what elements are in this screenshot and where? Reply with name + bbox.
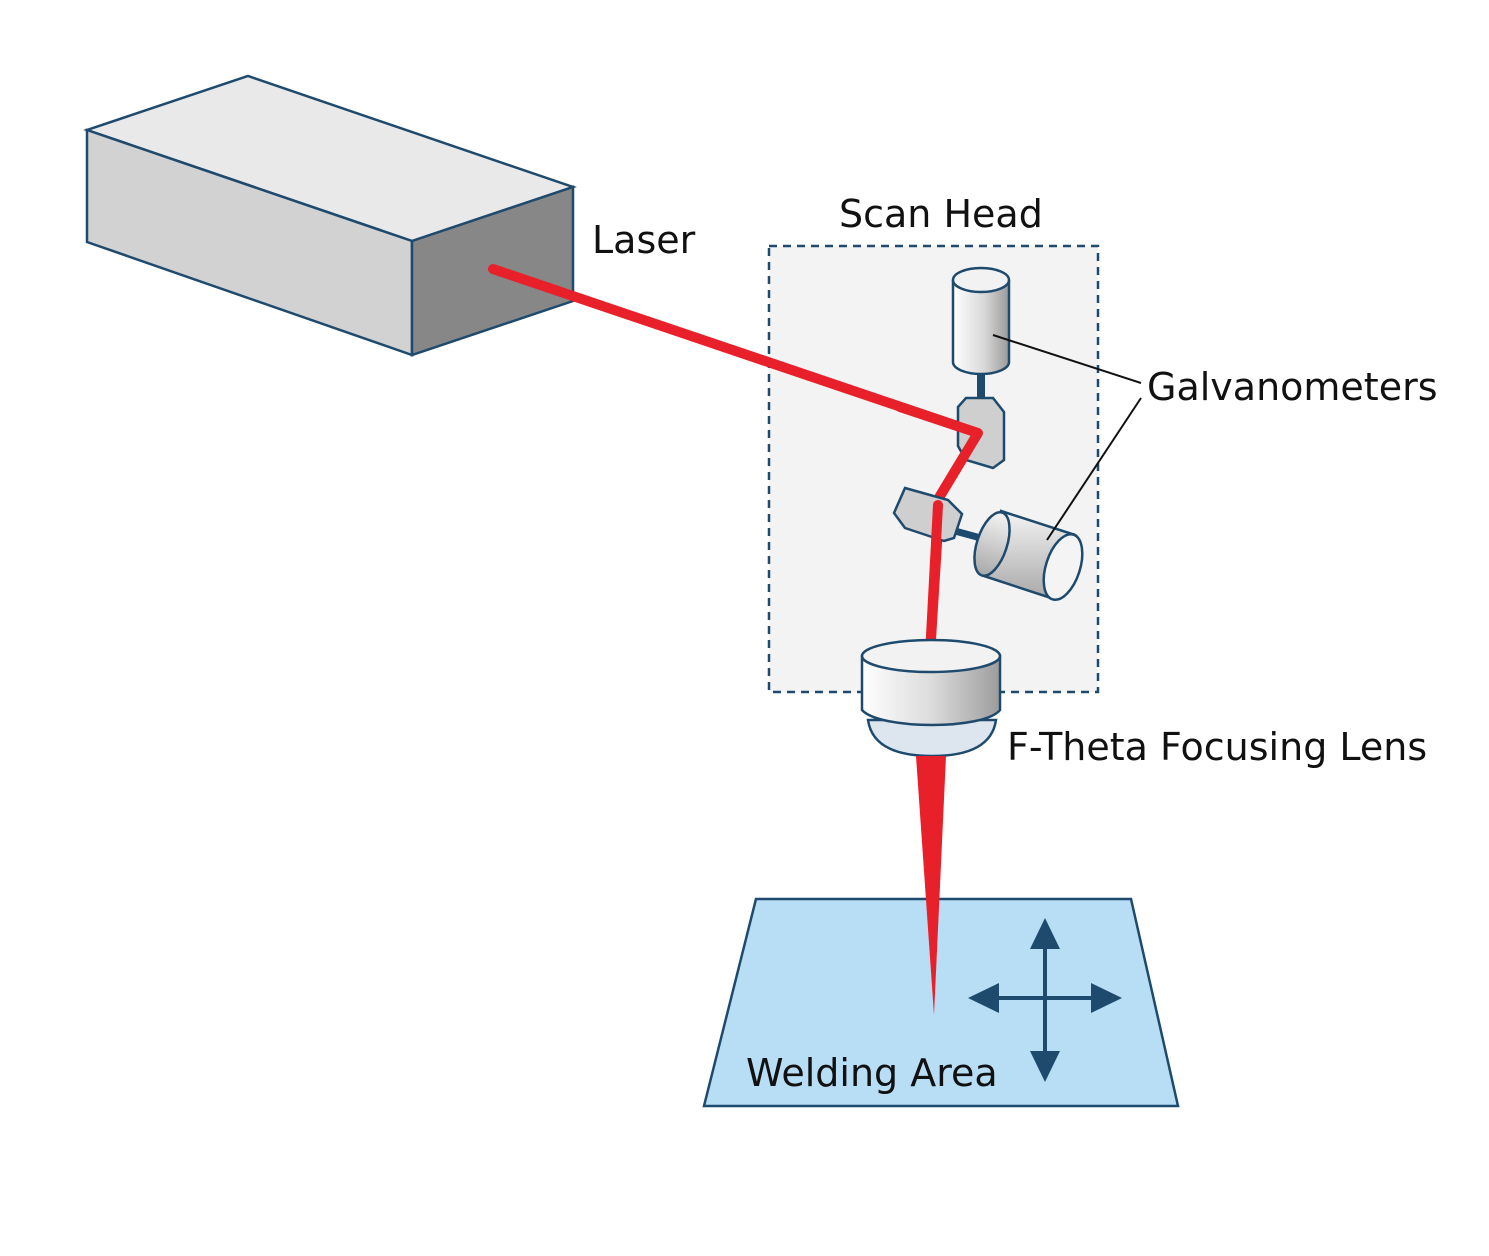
lens-top bbox=[860, 638, 1002, 674]
welding-area-plane bbox=[702, 897, 1180, 1108]
mirror-2 bbox=[892, 486, 964, 543]
f-theta-lens bbox=[860, 638, 1002, 758]
scan-head-label: Scan Head bbox=[839, 192, 1043, 236]
galvanometer-horizontal bbox=[954, 509, 1084, 602]
lens-body bbox=[860, 654, 1002, 727]
laser-box bbox=[83, 74, 577, 357]
galvanometer-vertical bbox=[951, 266, 1011, 402]
galvo-leader-line-2 bbox=[1046, 397, 1142, 541]
laser-beam-reflection-1 bbox=[895, 402, 983, 501]
focused-beam bbox=[916, 756, 946, 1015]
laser-beam-downward bbox=[925, 500, 943, 660]
lens-label: F-Theta Focusing Lens bbox=[1007, 725, 1427, 769]
laser-label: Laser bbox=[592, 218, 696, 262]
welding-area-label: Welding Area bbox=[746, 1051, 998, 1095]
galvo-shaft-vertical bbox=[977, 370, 985, 402]
galvo-leader-line-1 bbox=[992, 334, 1142, 384]
galvanometers-label: Galvanometers bbox=[1147, 365, 1438, 409]
four-way-arrow-icon bbox=[968, 918, 1122, 1082]
